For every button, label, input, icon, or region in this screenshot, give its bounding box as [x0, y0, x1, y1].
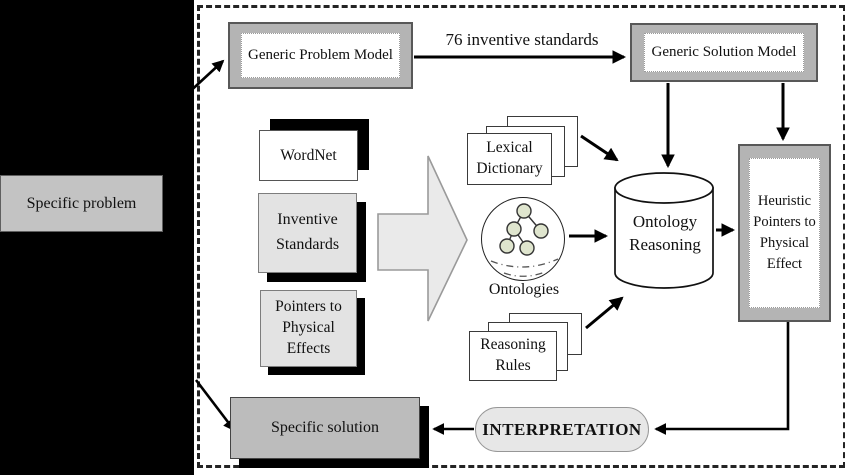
reasoning-rules-box: Reasoning Rules — [469, 331, 557, 381]
ontology-tree-icon — [490, 203, 559, 277]
reasoning-rules-label: Reasoning Rules — [480, 336, 546, 374]
block-arrow-icon — [377, 155, 468, 322]
dashed-boundary-frame — [197, 5, 845, 468]
pointers-to-physical-effects-label: Pointers to Physical Effects — [275, 298, 342, 357]
interpretation-pill: INTERPRETATION — [475, 407, 649, 452]
ontologies-label: Ontologies — [488, 281, 560, 298]
specific-solution-label: Specific solution — [271, 419, 379, 436]
inventive-standards-box: Inventive Standards — [258, 193, 357, 273]
heuristic-pointers-box: Heuristic Pointers to Physical Effect — [738, 144, 831, 322]
generic-solution-model-box: Generic Solution Model — [630, 23, 818, 82]
ontology-reasoning-label: Ontology Reasoning — [629, 212, 701, 254]
interpretation-label: INTERPRETATION — [482, 419, 642, 439]
generic-solution-model-label: Generic Solution Model — [644, 33, 804, 72]
ontologies-circle — [481, 197, 565, 281]
arrow-problem-to-generic — [184, 59, 225, 97]
arrow-heuristic-to-interpretation — [654, 322, 790, 435]
arrow-lexical-to-reasoning — [580, 134, 619, 162]
inventive-standards-label: Inventive Standards — [275, 211, 340, 253]
specific-problem-label: Specific problem — [26, 194, 137, 212]
database-cylinder-icon — [614, 172, 714, 289]
specific-problem-box: Specific problem — [0, 175, 163, 232]
generic-problem-model-box: Generic Problem Model — [228, 22, 413, 89]
wordnet-label: WordNet — [280, 146, 337, 164]
pointers-to-physical-effects-box: Pointers to Physical Effects — [260, 290, 357, 367]
arrow-rules-to-reasoning — [585, 296, 624, 330]
heuristic-pointers-label: Heuristic Pointers to Physical Effect — [749, 158, 820, 308]
lexical-dictionary-label: Lexical Dictionary — [476, 139, 543, 177]
edge-label-76-inventive-standards: 76 inventive standards — [445, 30, 599, 49]
generic-problem-model-label: Generic Problem Model — [241, 33, 400, 78]
line-solution-to-problem — [194, 379, 236, 432]
black-background-panel — [0, 0, 194, 475]
lexical-dictionary-box: Lexical Dictionary — [467, 133, 552, 185]
specific-solution-box: Specific solution — [230, 397, 420, 459]
wordnet-box: WordNet — [259, 130, 358, 181]
